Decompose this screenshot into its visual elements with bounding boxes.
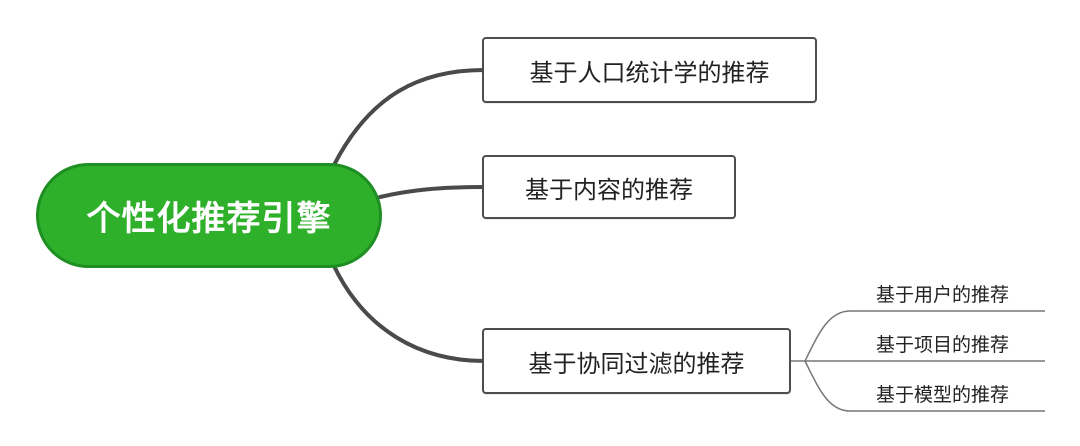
branch-node-content[interactable]: 基于内容的推荐 — [482, 155, 736, 219]
connector-root-branch-1 — [332, 68, 486, 167]
leaf-node-model-based[interactable]: 基于模型的推荐 — [876, 380, 1009, 407]
leaf-node-user-based[interactable]: 基于用户的推荐 — [876, 280, 1009, 307]
branch-label: 基于人口统计学的推荐 — [529, 58, 770, 87]
root-label: 个性化推荐引擎 — [86, 199, 332, 239]
branch-node-demographic[interactable]: 基于人口统计学的推荐 — [482, 37, 817, 103]
leaf-label: 基于项目的推荐 — [876, 334, 1010, 356]
connector-leaf-1 — [804, 310, 1045, 362]
leaf-node-item-based[interactable]: 基于项目的推荐 — [876, 330, 1009, 357]
connector-root-branch-2 — [378, 185, 486, 199]
connector-leaf-3 — [804, 360, 1045, 412]
branch-label: 基于协同过滤的推荐 — [528, 349, 745, 378]
root-node[interactable]: 个性化推荐引擎 — [36, 163, 382, 268]
leaf-label: 基于模型的推荐 — [876, 384, 1010, 406]
leaf-label: 基于用户的推荐 — [876, 284, 1010, 306]
branch-node-collaborative[interactable]: 基于协同过滤的推荐 — [482, 328, 791, 394]
branch-label: 基于内容的推荐 — [525, 175, 693, 204]
connector-root-branch-3 — [332, 264, 486, 363]
